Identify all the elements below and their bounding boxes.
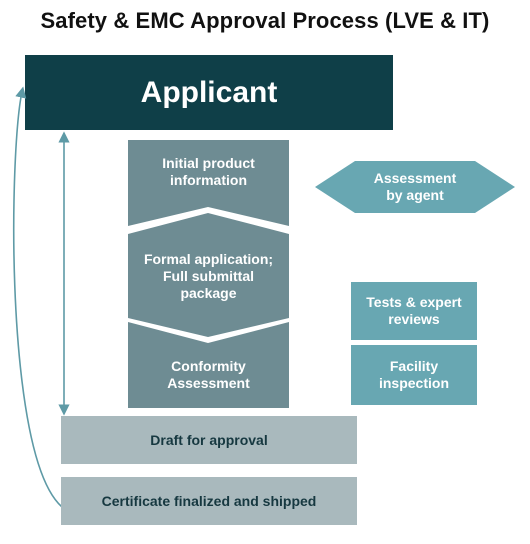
draft-approval-text: Draft for approval xyxy=(150,431,268,448)
agent-hexagon-shape xyxy=(315,161,515,213)
facility-inspection-text: Facility inspection xyxy=(378,358,449,391)
agent-label: Assessment by agent xyxy=(345,166,485,208)
step-formal-label: Formal application; Full submittal packa… xyxy=(128,243,289,309)
certificate-box: Certificate finalized and shipped xyxy=(61,477,357,525)
step-initial-text: Initial product information xyxy=(162,155,255,188)
applicant-label: Applicant xyxy=(140,75,278,109)
step-initial-label: Initial product information xyxy=(128,146,289,198)
draft-approval-box: Draft for approval xyxy=(61,416,357,464)
diagram-title: Safety & EMC Approval Process (LVE & IT) xyxy=(40,8,490,33)
facility-inspection-box: Facility inspection xyxy=(351,345,477,405)
tests-reviews-box: Tests & expert reviews xyxy=(351,282,477,340)
return-arrow xyxy=(12,86,63,508)
step-conformity-text: Conformity Assessment xyxy=(167,358,250,391)
agent-text: Assessment by agent xyxy=(373,170,457,203)
certificate-text: Certificate finalized and shipped xyxy=(101,492,317,509)
step-formal-shape xyxy=(128,213,289,337)
applicant-box: Applicant xyxy=(25,55,393,130)
step-conformity-label: Conformity Assessment xyxy=(128,354,289,396)
step-formal-text: Formal application; Full submittal packa… xyxy=(143,250,274,301)
step-initial-shape xyxy=(128,140,289,226)
step-conformity-shape xyxy=(128,322,289,408)
tests-reviews-text: Tests & expert reviews xyxy=(366,294,462,327)
